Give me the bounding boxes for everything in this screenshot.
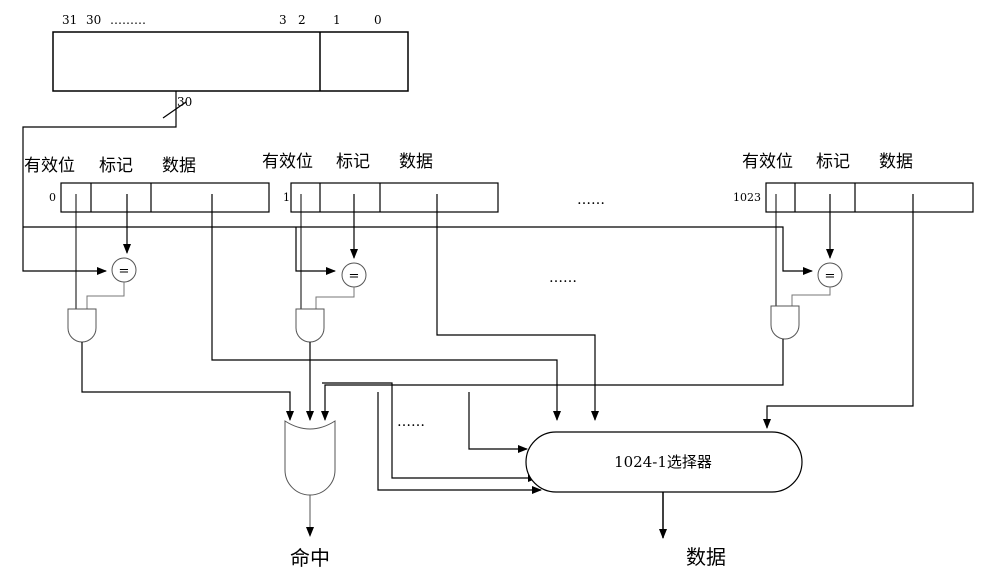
address-bus xyxy=(22,91,813,275)
bit-0-label: 0 xyxy=(374,13,382,27)
line-index: 1 xyxy=(283,191,290,204)
ellipsis-middle: …… xyxy=(549,270,577,286)
tag-header: 标记 xyxy=(99,156,133,176)
tag-to-comparator-arrows xyxy=(123,194,834,259)
and-gate-1023 xyxy=(770,305,800,340)
line-index: 1023 xyxy=(733,191,761,204)
and-gate-inputs xyxy=(75,194,831,309)
data-output-label: 数据 xyxy=(686,545,726,569)
tag-header: 标记 xyxy=(336,152,370,172)
bit-3-label: 3 xyxy=(279,13,287,27)
data-header: 数据 xyxy=(162,156,196,176)
comparator-1023: = xyxy=(817,262,843,288)
comparator-symbol: = xyxy=(349,269,360,284)
valid-bit-header: 有效位 xyxy=(742,152,793,172)
bit-30-label: 30 xyxy=(86,13,101,27)
or-gate: 命中 xyxy=(284,420,336,570)
comparator-1: = xyxy=(341,262,367,288)
ellipsis-top: …… xyxy=(577,192,605,208)
and-gate-1 xyxy=(295,308,325,343)
bit-1-label: 1 xyxy=(333,13,341,27)
and-output-wires xyxy=(81,339,784,494)
and-gate-0 xyxy=(67,308,97,343)
cache-line-1: 有效位 标记 数据 1 xyxy=(262,152,499,213)
bit-2-label: 2 xyxy=(298,13,306,27)
bit-dots-label: ……… xyxy=(110,13,146,27)
address-register: 31 30 ……… 3 2 1 0 xyxy=(52,13,409,92)
comparator-symbol: = xyxy=(825,269,836,284)
line-index: 0 xyxy=(49,191,56,204)
data-header: 数据 xyxy=(399,152,433,172)
comparator-0: = xyxy=(111,257,137,283)
cache-line-0: 有效位 标记 数据 0 xyxy=(24,156,270,213)
bit-31-label: 31 xyxy=(62,13,77,27)
valid-bit-header: 有效位 xyxy=(262,152,313,172)
data-header: 数据 xyxy=(879,152,913,172)
valid-bit-header: 有效位 xyxy=(24,156,75,176)
data-output-wires xyxy=(211,194,914,429)
mux-1024-to-1: 1024-1选择器 数据 xyxy=(525,431,803,569)
bus-width-label: 30 xyxy=(177,95,192,109)
tag-header: 标记 xyxy=(816,152,850,172)
cache-line-1023: 有效位 标记 数据 1023 xyxy=(733,152,974,213)
comparator-symbol: = xyxy=(119,264,130,279)
hit-label: 命中 xyxy=(290,546,330,570)
mux-label: 1024-1选择器 xyxy=(614,453,712,471)
ellipsis-bottom: …… xyxy=(397,414,425,430)
